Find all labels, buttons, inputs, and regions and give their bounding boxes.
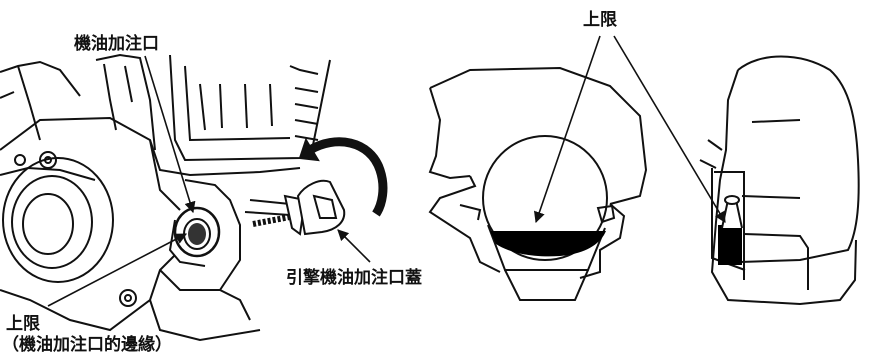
right-leader-lines (533, 35, 726, 224)
upper-limit-left-label: 上限 (6, 314, 40, 334)
tank-side-view-illustration (428, 66, 648, 301)
engine-closeup-illustration (0, 53, 331, 342)
left-leader-lines (47, 55, 371, 307)
upper-limit-right-label: 上限 (583, 10, 617, 30)
oil-level-fill-side (490, 231, 606, 257)
upper-limit-left-sublabel: （機油加注口的邊緣） (2, 335, 172, 355)
filler-cap-label: 引擎機油加注口蓋 (286, 268, 422, 288)
oil-level-sight-front (718, 195, 743, 265)
tank-front-view-illustration (699, 55, 860, 306)
filler-port-label: 機油加注口 (74, 34, 159, 54)
filler-cap-illustration (252, 137, 388, 236)
